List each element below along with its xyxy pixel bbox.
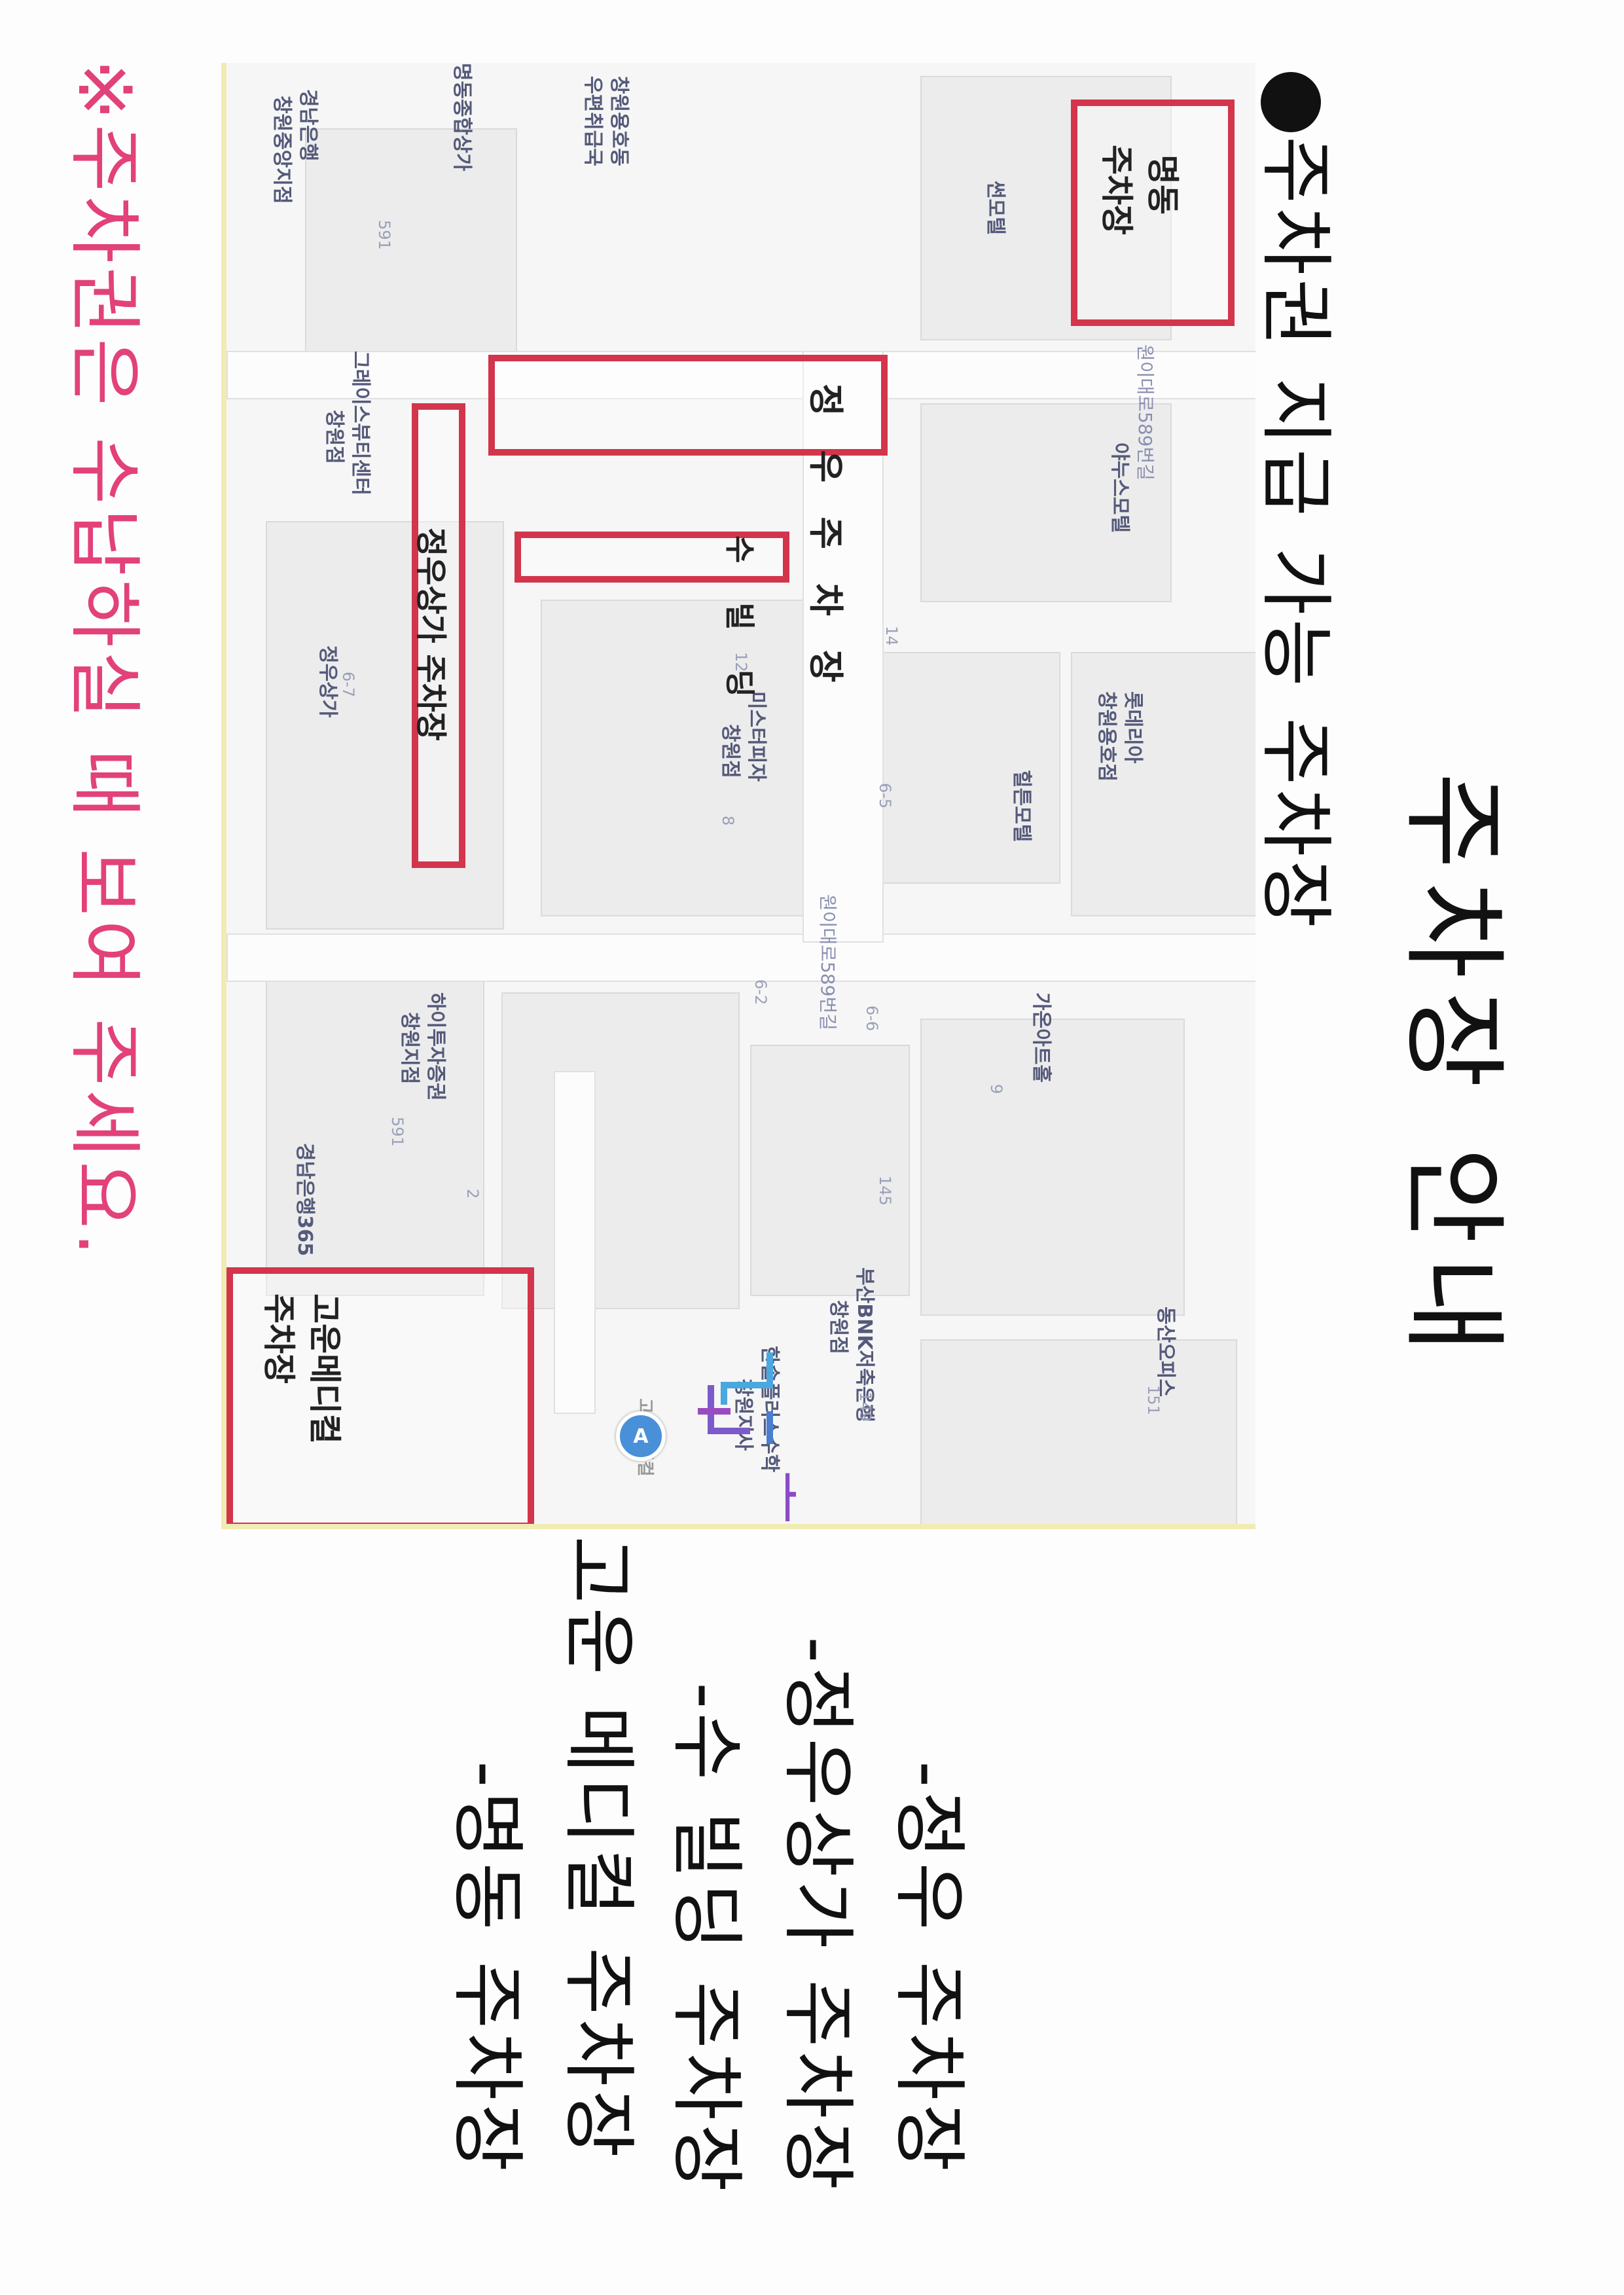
map-block [920, 1339, 1237, 1524]
bullet-icon [1260, 72, 1321, 132]
map-label: 하이투자증권 [424, 992, 447, 1101]
parking-list-item: -명동 주차장 [444, 1761, 530, 2176]
parking-list-item: -정우 주차장 [886, 1761, 971, 2176]
map-label: 창원점 [827, 1300, 850, 1354]
house-number: 145 [876, 1176, 894, 1206]
marker-letter: A [633, 1424, 649, 1448]
map-label: 창원중앙지점 [270, 96, 293, 204]
map-label: 명동종합상가 [450, 63, 473, 172]
road [226, 933, 1255, 982]
location-marker-icon: A [616, 1411, 666, 1461]
gowoon-logo-icon: 고운 [698, 1352, 796, 1529]
parking-box-label: 명동 [1144, 154, 1182, 215]
parking-list-item: -수 빌딩 주차장 [664, 1682, 749, 2196]
map-label: 창원점 [323, 410, 346, 464]
house-number: 6-5 [876, 783, 894, 809]
house-number: 591 [375, 220, 393, 250]
map-label: 창원용호점 [1095, 691, 1118, 782]
house-number: 6-7 [339, 672, 357, 698]
map-label: 야누스모텔 [1108, 443, 1131, 533]
subtitle: 주차권 지급 가능 주차장 [1249, 72, 1355, 931]
house-number: 591 [388, 1117, 406, 1147]
road [554, 1071, 596, 1414]
parking-list-item: -정우상가 주차장 [775, 1636, 860, 2194]
house-number: 8 [719, 816, 737, 826]
house-number: 151 [1144, 1385, 1163, 1415]
parking-box-label: 고운메디컬 [306, 1293, 344, 1444]
map-label: 우편취급국 [581, 76, 604, 166]
road-name: 원이대로589번길 [1134, 344, 1156, 481]
map-block [920, 403, 1172, 602]
map-block [305, 128, 517, 380]
page-title: 주차장 안내 [1392, 772, 1515, 1366]
parking-box-myeongdong [1071, 99, 1235, 326]
map-label: 창원지점 [398, 1012, 421, 1085]
house-number: 14 [882, 626, 901, 646]
parking-map: 원이대로589번길 원이대로589번길 명동종합상가 경남은행 창원중앙지점 창… [221, 63, 1255, 1529]
map-block [920, 1019, 1185, 1316]
house-number: 149 [856, 1392, 875, 1422]
house-number: 9 [987, 1084, 1005, 1094]
map-label: 동산오피스 [1154, 1307, 1177, 1397]
logo-text: 고운 [768, 1470, 796, 1529]
parking-box-gowoon [226, 1267, 534, 1524]
map-label: 창원용호동 [607, 76, 630, 166]
map-block [920, 76, 1172, 340]
map-block [266, 521, 504, 930]
map-label: 가온아트홀 [1030, 992, 1053, 1083]
parking-list-item: -고운 메디컬 주차장 [556, 1506, 641, 2161]
map-block [541, 600, 805, 916]
parking-box-label: 주차장 [260, 1293, 298, 1384]
subtitle-text: 주차권 지급 가능 주차장 [1253, 136, 1338, 932]
map-label: 힐튼모텔 [1010, 770, 1033, 842]
map-block [1071, 652, 1255, 916]
map-label: 롯데리아 [1121, 691, 1144, 764]
map-label: 썬모텔 [984, 181, 1007, 235]
map-label: 경남은행365 [293, 1143, 316, 1257]
house-number: 2 [463, 1189, 482, 1199]
house-number: 6-2 [751, 979, 770, 1005]
parking-box-jeongwoo-mall-frame [412, 403, 465, 868]
map-block [750, 1045, 910, 1296]
map-label: 그레이스뷰티센터 [349, 351, 372, 496]
road-name: 원이대로589번길 [817, 894, 839, 1031]
parking-box-su-building [514, 532, 789, 583]
parking-box-label: 정우상가 주차장 [412, 528, 449, 741]
parking-box-label: 정우주차장 [805, 384, 846, 717]
house-number: 6-6 [863, 1005, 881, 1032]
parking-box-label: 주차장 [1098, 145, 1136, 235]
parking-box-jeongwoo [488, 355, 888, 456]
map-block [501, 992, 740, 1309]
map-label: 경남은행 [297, 89, 319, 162]
notice-text: ※주차권은 수납하실 때 보여 주세요. [62, 59, 147, 1260]
parking-box-label: 수빌딩 [722, 535, 757, 736]
